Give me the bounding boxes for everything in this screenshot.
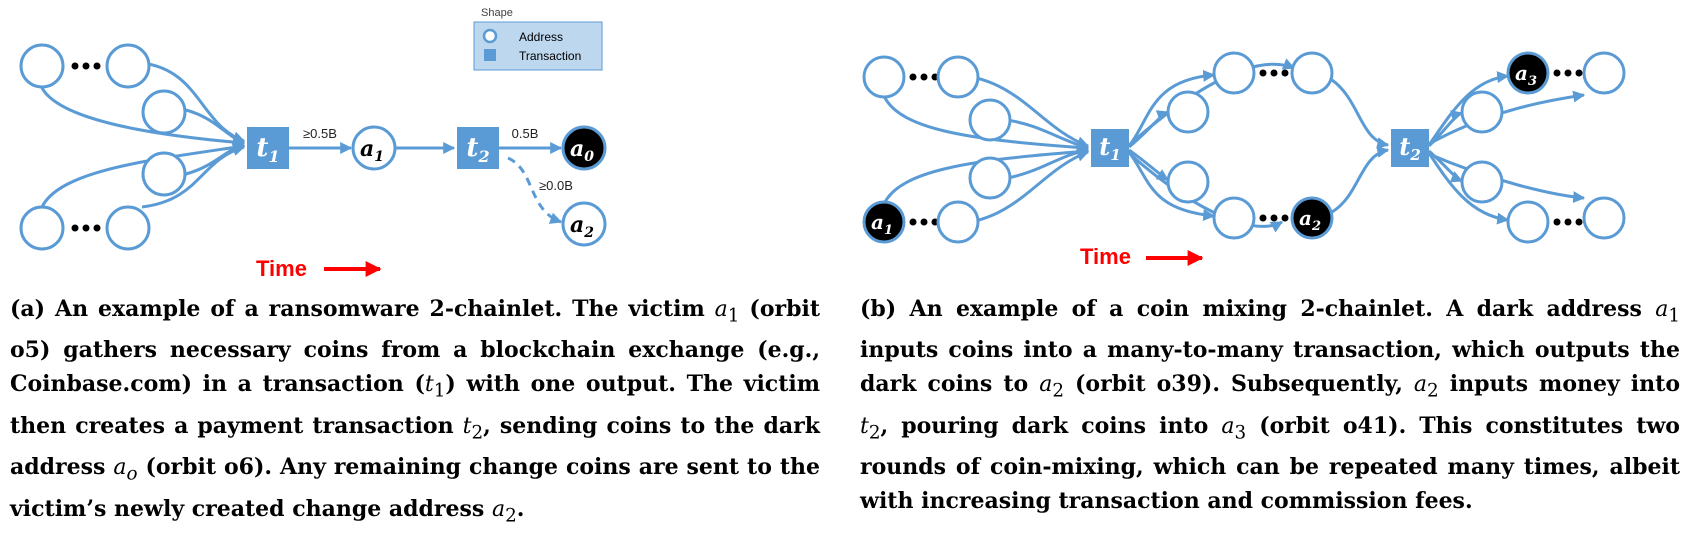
- edge-a2-t2: [1331, 146, 1390, 214]
- coin-mixing-chainlet-diagram: a1 t1 a2 t2 a3 Time: [862, 51, 1626, 269]
- caption-b: (b) An example of a coin mixing 2-chainl…: [860, 296, 1680, 515]
- edge-t2-output: [1428, 152, 1586, 204]
- edge-input-bottom-right: [141, 144, 246, 209]
- address-node: [1582, 196, 1626, 240]
- t1-label: t1: [256, 133, 279, 166]
- dark-address-node-a3: [1506, 51, 1550, 95]
- edge-input-mid-upper: [185, 108, 246, 145]
- edge-t1-output: [1127, 69, 1216, 147]
- edge-input-t1: [1006, 118, 1090, 151]
- dark-address-node-a2: [1290, 196, 1334, 240]
- address-node: [968, 98, 1012, 142]
- transaction-node-t2: [457, 127, 499, 169]
- edge-input-t1: [882, 95, 1090, 154]
- edge-label-t1-a1: ≥0.5B: [303, 126, 337, 141]
- ellipsis-dots-icon: [909, 73, 939, 81]
- address-node: [1166, 90, 1210, 134]
- address-node: [1582, 51, 1626, 95]
- address-node: [105, 43, 151, 89]
- address-node: [19, 43, 65, 89]
- a2-label: a2: [1299, 206, 1321, 234]
- edge-label-t2-a0: 0.5B: [512, 126, 539, 141]
- ellipsis-dots-icon: [71, 224, 101, 232]
- address-node: [141, 151, 187, 197]
- legend-box: [473, 21, 603, 71]
- edge-t2-a2: [507, 156, 563, 224]
- a1-label: a1: [871, 210, 893, 238]
- legend: Shape Address Transaction: [473, 7, 603, 71]
- edge-t1-output: [1128, 58, 1296, 147]
- address-node: [1212, 196, 1256, 240]
- edge-input-bottom-left: [40, 141, 246, 208]
- t1-label: t1: [1099, 132, 1121, 164]
- edge-t1-output: [1128, 148, 1170, 182]
- edge-input-t1: [882, 145, 1090, 205]
- t2-label: t2: [1399, 132, 1421, 164]
- address-node: [1212, 51, 1256, 95]
- time-label: Time: [256, 256, 307, 280]
- ellipsis-dots-icon: [909, 218, 939, 226]
- ellipsis-dots-icon: [1259, 69, 1289, 77]
- edge-input-top-left: [40, 87, 246, 149]
- address-node: [862, 55, 906, 99]
- legend-address-icon: [482, 28, 498, 44]
- ransomware-chainlet-diagram: t1 ≥0.5B a1 t2 0.5B a0 ≥0.0B a2 Shape Ad…: [19, 7, 607, 280]
- a1-label: a1: [360, 136, 384, 165]
- edge-into-t2: [1331, 78, 1390, 149]
- address-node: [1166, 160, 1210, 204]
- a0-label: a0: [570, 136, 594, 165]
- address-node: [936, 55, 980, 99]
- address-node: [968, 156, 1012, 200]
- edge-t2-output: [1427, 152, 1510, 225]
- address-node: [141, 89, 187, 135]
- address-node: [19, 205, 65, 251]
- address-node: [1460, 90, 1504, 134]
- a2-label: a2: [570, 212, 594, 241]
- ellipsis-dots-icon: [1259, 214, 1289, 222]
- legend-title: Shape: [481, 7, 513, 19]
- transaction-node-t1: [247, 127, 289, 169]
- ellipsis-dots-icon: [71, 62, 101, 70]
- legend-address-label: Address: [519, 30, 563, 44]
- address-node: [1290, 51, 1334, 95]
- ellipsis-dots-icon: [1553, 218, 1583, 226]
- a3-label: a3: [1515, 61, 1537, 89]
- edge-label-t2-a2: ≥0.0B: [539, 178, 573, 193]
- address-node-a2: [561, 201, 607, 247]
- caption-a: (a) An example of a ransomware 2-chainle…: [10, 296, 820, 526]
- address-node: [1506, 200, 1550, 244]
- t2-label: t2: [466, 133, 489, 166]
- edge-t2-output: [1427, 71, 1510, 146]
- address-node: [105, 205, 151, 251]
- edge-t2-output: [1428, 90, 1586, 146]
- address-node: [1460, 160, 1504, 204]
- legend-transaction-icon: [484, 49, 496, 61]
- caption-b-label: (b): [860, 296, 897, 322]
- dark-address-node-a1: [862, 200, 906, 244]
- edge-t1-output: [1127, 151, 1284, 233]
- legend-transaction-label: Transaction: [519, 49, 581, 63]
- dark-address-node-a0: [561, 125, 607, 171]
- edge-t1-output: [1127, 151, 1216, 221]
- caption-a-label: (a): [10, 296, 46, 322]
- time-label: Time: [1080, 244, 1131, 269]
- address-node: [936, 200, 980, 244]
- transaction-node-t1: [1091, 129, 1129, 167]
- transaction-node-t2: [1391, 129, 1429, 167]
- ellipsis-dots-icon: [1553, 69, 1583, 77]
